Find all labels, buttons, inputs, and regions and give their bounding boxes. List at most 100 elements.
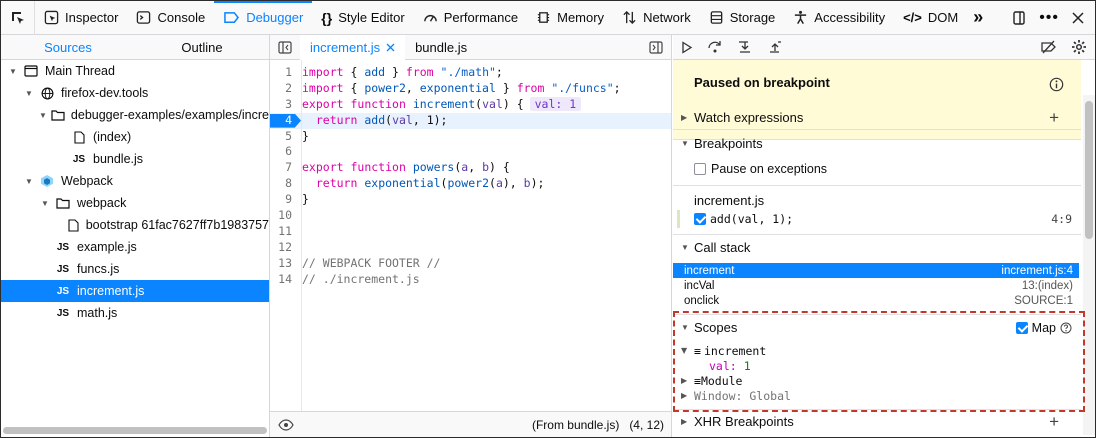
tab-accessibility[interactable]: Accessibility xyxy=(784,1,894,35)
breakpoint-item[interactable]: add(val, 1); 4:9 xyxy=(673,210,1081,228)
tab-outline[interactable]: Outline xyxy=(181,39,223,55)
more-options-icon[interactable]: ••• xyxy=(1039,9,1059,26)
source-tree-item[interactable]: ▼Webpack xyxy=(1,170,269,192)
scope-module[interactable]: ▶ ≡ Module xyxy=(681,373,742,388)
code-line[interactable]: 13// WEBPACK FOOTER // xyxy=(270,256,671,272)
line-number[interactable]: 9 xyxy=(285,192,292,207)
tab-network[interactable]: Network xyxy=(613,1,700,35)
step-over-icon[interactable] xyxy=(707,40,723,54)
tab-inspector[interactable]: Inspector xyxy=(35,1,127,35)
code-line[interactable]: 5} xyxy=(270,129,671,145)
code-line[interactable]: 8 return exponential(power2(a), b); xyxy=(270,176,671,192)
watch-expressions-header[interactable]: ▶ Watch expressions + xyxy=(673,106,1081,130)
expanded-twisty-icon[interactable]: ▼ xyxy=(9,66,17,76)
horizontal-scrollbar[interactable] xyxy=(3,427,267,434)
info-icon[interactable] xyxy=(1049,77,1064,92)
line-number[interactable]: 8 xyxy=(285,176,292,191)
line-number[interactable]: 5 xyxy=(285,128,292,143)
tab-console[interactable]: Console xyxy=(127,1,214,35)
breakpoints-header[interactable]: ▼ Breakpoints xyxy=(673,131,1081,155)
eye-icon[interactable] xyxy=(278,418,294,431)
line-number[interactable]: 1 xyxy=(285,65,292,79)
code-line[interactable]: 10 xyxy=(270,208,671,224)
resume-icon[interactable] xyxy=(681,40,693,54)
mapped-source-link[interactable]: (From bundle.js) xyxy=(531,417,620,432)
tab-performance[interactable]: Performance xyxy=(414,1,527,35)
dock-side-icon[interactable] xyxy=(1011,10,1027,26)
tab-style-editor[interactable]: {} Style Editor xyxy=(312,1,413,35)
gear-icon[interactable] xyxy=(1071,39,1087,55)
toggle-sources-button[interactable] xyxy=(270,35,300,60)
pause-on-exceptions-row[interactable]: Pause on exceptions xyxy=(673,159,1081,179)
tabs-overflow-button[interactable]: » xyxy=(967,1,989,35)
code-line[interactable]: 6 xyxy=(270,144,671,160)
add-xhr-breakpoint-icon[interactable]: + xyxy=(1049,411,1059,431)
scopes-header[interactable]: ▼ Scopes Map xyxy=(673,314,1081,340)
step-out-icon[interactable] xyxy=(767,40,783,54)
expanded-twisty-icon[interactable]: ▼ xyxy=(41,198,49,208)
expanded-twisty-icon[interactable]: ▼ xyxy=(25,176,33,186)
line-number[interactable]: 11 xyxy=(278,223,292,238)
call-stack-frame[interactable]: increment increment.js:4 xyxy=(673,263,1079,278)
code-line[interactable]: 14// ./increment.js xyxy=(270,272,671,288)
code-line[interactable]: 11 xyxy=(270,224,671,240)
call-stack-frame[interactable]: incVal 13:(index) xyxy=(673,278,1079,293)
map-scopes-checkbox[interactable] xyxy=(1015,321,1028,334)
line-number[interactable]: 3 xyxy=(285,96,292,111)
expanded-twisty-icon[interactable]: ▼ xyxy=(39,110,47,120)
scope-variable[interactable]: val: 1 xyxy=(709,358,751,373)
sidebar-scrollbar-thumb[interactable] xyxy=(1085,101,1093,239)
source-tree-item[interactable]: ▼firefox-dev.tools xyxy=(1,82,269,104)
editor-tab-increment-js[interactable]: increment.js xyxy=(300,34,406,61)
tab-storage[interactable]: Storage xyxy=(700,1,785,35)
source-tree-item[interactable]: ▼webpack xyxy=(1,192,269,214)
source-tree-item[interactable]: (index) xyxy=(1,126,269,148)
code-line[interactable]: 9} xyxy=(270,192,671,208)
code-line[interactable]: 12 xyxy=(270,240,671,256)
breakpoint-marker-icon[interactable] xyxy=(270,113,301,128)
line-number[interactable]: 14 xyxy=(278,271,292,286)
add-watch-icon[interactable]: + xyxy=(1049,107,1059,127)
pause-on-exceptions-checkbox[interactable] xyxy=(694,163,706,175)
close-tab-icon[interactable] xyxy=(386,43,395,52)
breakpoint-checkbox[interactable] xyxy=(694,213,706,225)
source-tree-item[interactable]: ▼Main Thread xyxy=(1,60,269,82)
expanded-twisty-icon[interactable]: ▼ xyxy=(25,88,33,98)
help-icon[interactable] xyxy=(1060,322,1072,334)
source-tree-item[interactable]: ▼debugger-examples/examples/increment xyxy=(1,104,269,126)
xhr-breakpoints-header[interactable]: ▶ XHR Breakpoints + xyxy=(673,409,1081,433)
line-number[interactable]: 13 xyxy=(278,255,292,270)
close-icon[interactable] xyxy=(1071,11,1085,25)
editor-tab-bundle-js[interactable]: bundle.js xyxy=(405,35,477,60)
tab-sources[interactable]: Sources xyxy=(44,39,92,55)
step-in-icon[interactable] xyxy=(737,40,753,54)
call-stack-header[interactable]: ▼ Call stack xyxy=(673,234,1081,260)
tab-dom[interactable]: </> DOM xyxy=(894,1,967,35)
tab-memory[interactable]: Memory xyxy=(527,1,613,35)
element-picker-button[interactable] xyxy=(1,1,35,35)
line-number[interactable]: 4 xyxy=(285,112,292,127)
line-number[interactable]: 10 xyxy=(278,208,292,223)
tab-debugger[interactable]: Debugger xyxy=(214,1,313,35)
scope-increment[interactable]: ▼ ≡ increment xyxy=(681,343,766,358)
paused-code-line[interactable]: 4 return add(val, 1); xyxy=(270,112,671,129)
call-stack-frame[interactable]: onclick SOURCE:1 xyxy=(673,293,1079,308)
toggle-debugger-panel-button[interactable] xyxy=(641,35,671,60)
scope-window[interactable]: ▶ Window: Global xyxy=(681,388,791,403)
line-number[interactable]: 6 xyxy=(285,144,292,159)
line-number[interactable]: 2 xyxy=(285,80,292,95)
line-number[interactable]: 7 xyxy=(285,160,292,175)
deactivate-breakpoints-icon[interactable] xyxy=(1040,40,1057,54)
source-tree-item[interactable]: bootstrap 61fac7627ff7b1983757 xyxy=(1,214,269,236)
line-number[interactable]: 12 xyxy=(278,239,292,254)
